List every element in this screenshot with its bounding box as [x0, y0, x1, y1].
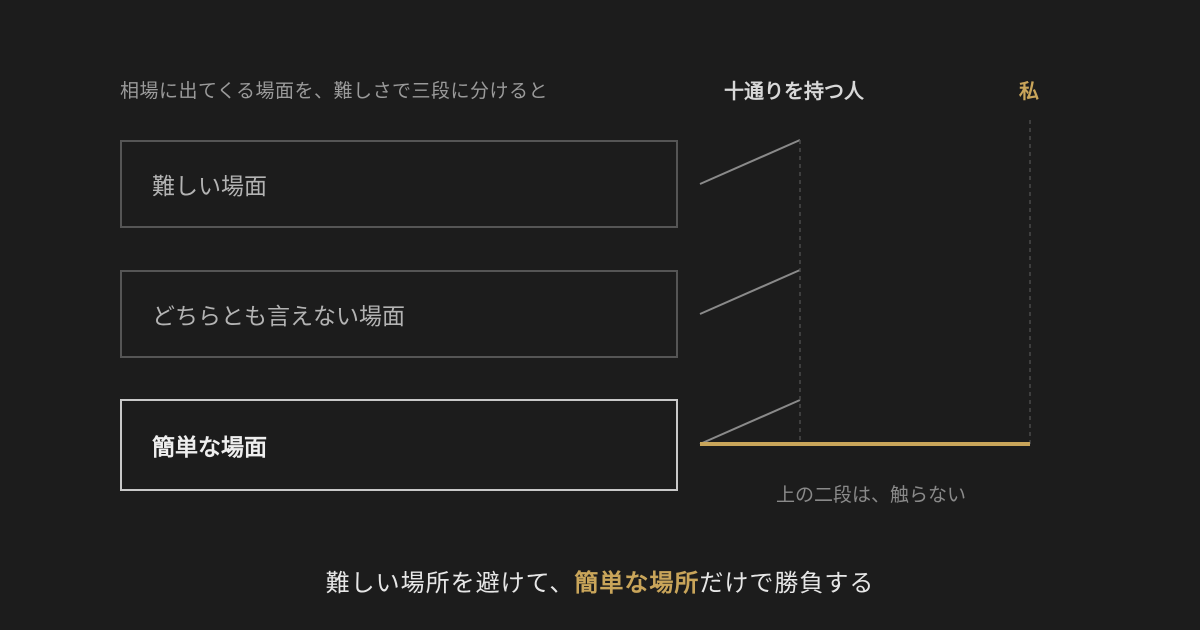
- conclusion: 難しい場所を避けて、簡単な場所だけで勝負する: [0, 563, 1200, 598]
- level-label-neutral: どちらとも言えない場面: [152, 304, 405, 330]
- intro-caption: 相場に出てくる場面を、難しさで三段に分けると: [120, 80, 549, 102]
- footnote: 上の二段は、触らない: [776, 484, 967, 506]
- others-connector-hard: [699, 139, 801, 185]
- conclusion-before: 難しい場所を避けて、: [325, 569, 575, 597]
- level-box-easy: 簡単な場面: [120, 399, 678, 491]
- others-connector-easy: [699, 399, 801, 445]
- level-label-easy: 簡単な場面: [152, 434, 267, 461]
- others-column-label: 十通りを持つ人: [724, 79, 864, 103]
- level-box-hard: 難しい場面: [120, 140, 678, 228]
- level-label-hard: 難しい場面: [152, 174, 267, 200]
- me-column-label: 私: [1019, 79, 1039, 103]
- conclusion-accent: 簡単な場所: [574, 568, 700, 597]
- others-connector-neutral: [699, 269, 801, 315]
- level-box-neutral: どちらとも言えない場面: [120, 270, 678, 358]
- conclusion-after: だけで勝負する: [699, 569, 875, 597]
